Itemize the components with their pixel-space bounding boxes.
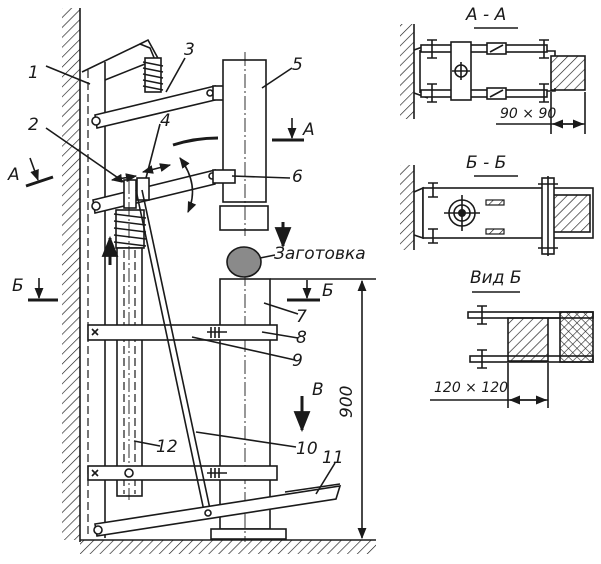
label-n5: 5 [292, 55, 303, 75]
label-n1: 1 [28, 63, 39, 83]
label-n8: 8 [296, 328, 307, 348]
label-n12: 12 [156, 437, 178, 457]
anvil-7 [210, 272, 287, 542]
ram-5 [219, 52, 269, 236]
view-a-a: А - А 90 × 90 [400, 5, 586, 134]
vid-title: Вид Б [470, 268, 522, 288]
pedal-11 [93, 483, 342, 537]
label-n4: 4 [160, 111, 171, 131]
workpiece [226, 246, 262, 278]
latch-4 [110, 163, 172, 249]
lower-lever-6 [91, 168, 236, 214]
label-n2: 2 [28, 115, 39, 135]
label-section-a: А [7, 165, 20, 185]
section-a-marks: А А [7, 118, 315, 188]
view-b: Вид Б 120 × 120 [430, 268, 594, 408]
aa-dim: 90 × 90 [500, 106, 556, 122]
bar-lower [87, 465, 278, 481]
bb-title: Б - Б [466, 153, 506, 173]
motion-arrows [101, 136, 292, 265]
label-n11: 11 [322, 448, 344, 468]
upper-lever [91, 84, 236, 129]
view-v-mark: В [293, 380, 324, 433]
label-n9: 9 [292, 351, 303, 371]
rod-12 [116, 180, 143, 500]
upper-spring [142, 57, 164, 93]
height-dimension: 900 [270, 278, 376, 540]
label-n6: 6 [292, 167, 303, 187]
label-view-v: В [312, 380, 324, 400]
aa-title: А - А [465, 5, 506, 25]
column-1 [81, 38, 162, 538]
label-section-b: Б [12, 276, 24, 296]
label-section-b: Б [322, 281, 334, 301]
vid-dim: 120 × 120 [434, 380, 508, 396]
label-section-a: А [302, 120, 315, 140]
section-b-marks: Б Б [12, 276, 334, 302]
rod-10 [135, 189, 211, 512]
height-dim-label: 900 [337, 386, 357, 418]
label-n10: 10 [296, 439, 318, 459]
workpiece-leader [259, 254, 276, 259]
label-n7: 7 [296, 307, 307, 327]
section-b-b: Б - Б [400, 153, 594, 256]
callouts: 1 2 3 4 5 6 7 8 9 10 11 12 [28, 40, 344, 495]
floor [80, 539, 376, 554]
workpiece-label: Заготовка [274, 244, 366, 264]
wall [62, 8, 81, 542]
bar-8 [87, 324, 278, 341]
label-n3: 3 [184, 40, 195, 60]
